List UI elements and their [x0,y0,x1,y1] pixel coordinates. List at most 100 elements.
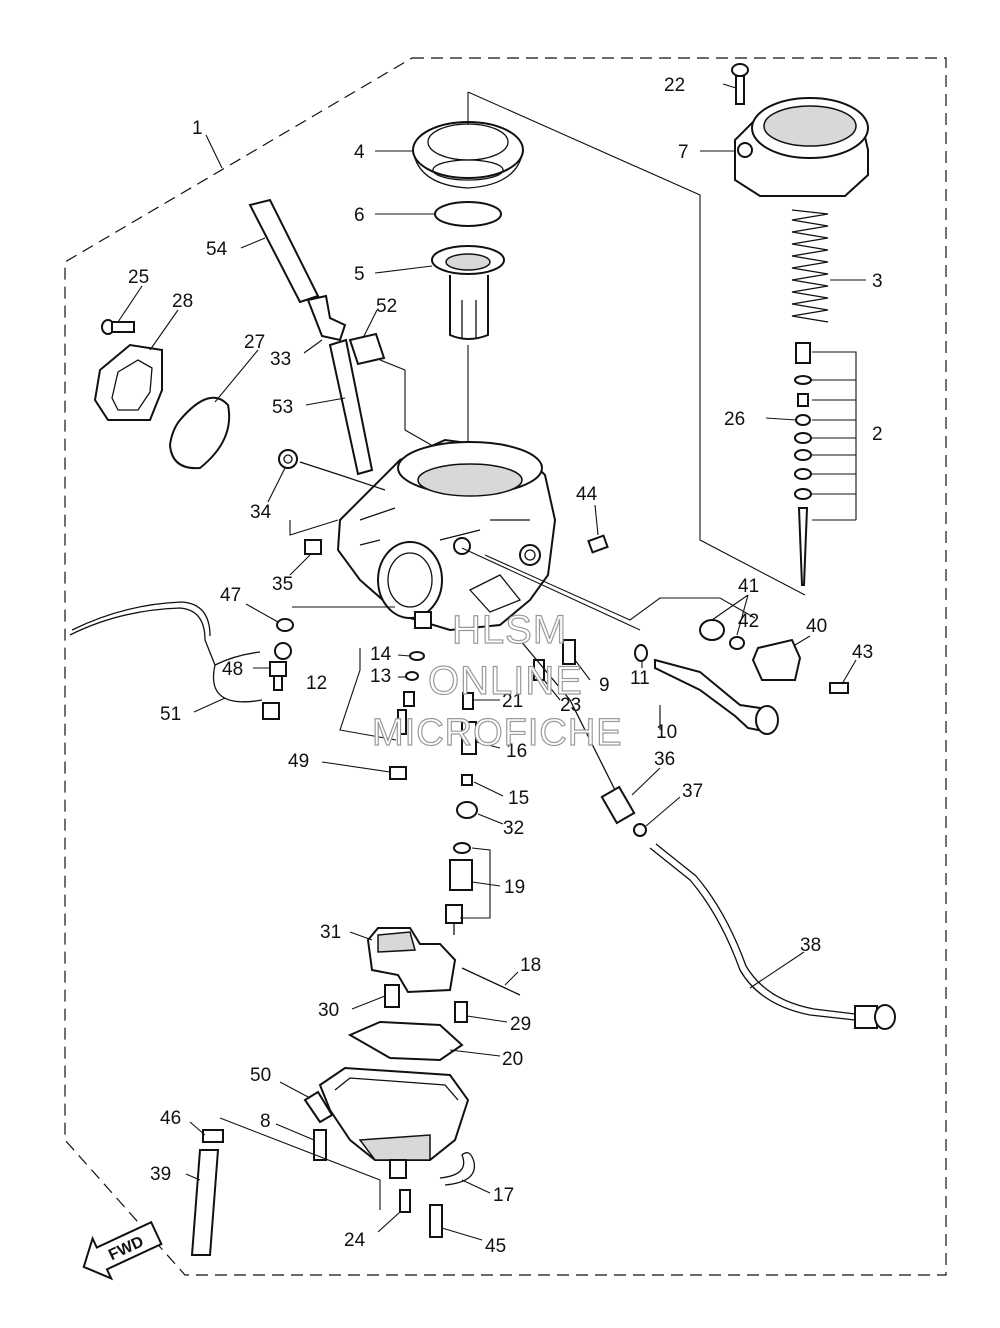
callout-51: 51 [160,704,181,725]
callout-24: 24 [344,1230,366,1251]
vent-hose-part-51 [69,601,292,720]
callout-16: 16 [506,741,527,762]
hose-part-54 [248,198,320,304]
screw-part-44 [587,534,609,554]
callout-47: 47 [220,585,241,606]
jet-part-23 [533,659,545,681]
callout-4: 4 [354,142,365,163]
callout-25: 25 [128,267,149,288]
float-part-31 [366,927,457,994]
callout-48: 48 [222,659,243,680]
screw-part-45 [429,1204,443,1238]
callout-50: 50 [250,1065,271,1086]
callout-3: 3 [872,271,883,292]
screw-part-43 [829,682,849,694]
screw-part-8 [313,1129,327,1161]
diaphragm-cover-part-4 [412,121,524,189]
plug-part-52 [348,332,386,366]
jet-part-32 [456,801,478,819]
callout-28: 28 [172,291,193,312]
callout-52: 52 [376,296,397,317]
callout-54: 54 [206,239,228,260]
callout-1: 1 [192,118,203,139]
callout-26: 26 [724,409,745,430]
carburetor-body [336,438,557,632]
callout-46: 46 [160,1108,181,1129]
clamp-part-46 [202,1129,224,1143]
callout-10: 10 [656,722,677,743]
callout-49: 49 [288,751,309,772]
watermark-line-2: ONLINE [428,659,583,703]
callout-20: 20 [502,1049,523,1070]
watermark-line-3: MICROFICHE [372,712,623,754]
spring-part-3 [791,209,829,323]
callout-19: 19 [504,877,525,898]
callout-37: 37 [682,781,703,802]
callout-11: 11 [630,668,650,689]
screw-part-25 [101,319,135,335]
fwd-arrow-icon: FWD [82,1220,163,1281]
watermark: HLSM ONLINE MICROFICHE [371,607,623,754]
throttle-cable-part-38 [519,639,896,1030]
screw-part-30 [384,984,400,1008]
callout-18: 18 [520,955,541,976]
callout-8: 8 [260,1111,271,1132]
callout-39: 39 [150,1164,171,1185]
callout-43: 43 [852,642,873,663]
cap-part-35 [304,539,322,555]
screw-part-24 [399,1189,411,1213]
washer-part-41 [699,619,725,641]
callout-5: 5 [354,264,365,285]
callout-40: 40 [806,616,827,637]
bracket-part-50 [303,1090,334,1124]
jet-part-9 [562,639,576,665]
fitting-part-33 [306,294,347,342]
callout-15: 15 [508,788,529,809]
spring-part-12 [403,691,415,707]
assembly-boundary [64,57,947,1276]
callout-35: 35 [272,574,293,595]
plug-part-49 [389,766,407,780]
washer-part-13 [405,671,419,681]
callout-23: 23 [560,695,581,716]
o-ring-part-27 [168,396,231,470]
callout-22: 22 [664,75,685,96]
callout-38: 38 [800,935,821,956]
jet-needle-set-part-2 [794,342,812,586]
needle-jet-part-16 [461,721,477,755]
callout-44: 44 [576,484,598,505]
watermark-line-1: HLSM [452,608,567,652]
stud-part-34 [299,461,386,491]
washer-part-47 [276,618,294,632]
gasket-plate-part-28 [93,343,163,421]
callout-29: 29 [510,1014,531,1035]
pin-part-18 [461,967,521,996]
callout-34: 34 [250,502,272,523]
float-bowl [318,1066,470,1179]
callout-42: 42 [738,611,759,632]
sensor-part-48 [269,661,287,691]
screw-part-12b [397,709,407,735]
spring-part-42 [729,636,745,650]
callout-12: 12 [306,673,327,694]
top-cover-part-7 [734,97,869,197]
callout-9: 9 [599,675,610,696]
screw-part-22 [731,63,749,105]
callout-30: 30 [318,1000,339,1021]
needle-valve-part-19 [445,842,473,935]
callout-33: 33 [270,349,291,370]
starter-plunger-part-10 [654,658,779,735]
callouts: 1 22 4 7 6 54 5 3 25 28 52 27 33 53 26 2… [117,75,883,1257]
callout-36: 36 [654,749,675,770]
callout-45: 45 [485,1236,506,1257]
hose-part-53 [328,338,374,476]
callout-17: 17 [493,1185,514,1206]
jet-part-21 [462,692,474,710]
gasket-part-20 [347,1020,464,1062]
callout-21: 21 [502,691,523,712]
clip-part-17 [439,1152,476,1186]
drain-hose-part-39 [190,1149,220,1256]
diaphragm-part-5 [431,245,505,340]
nut-part-34 [278,449,298,469]
